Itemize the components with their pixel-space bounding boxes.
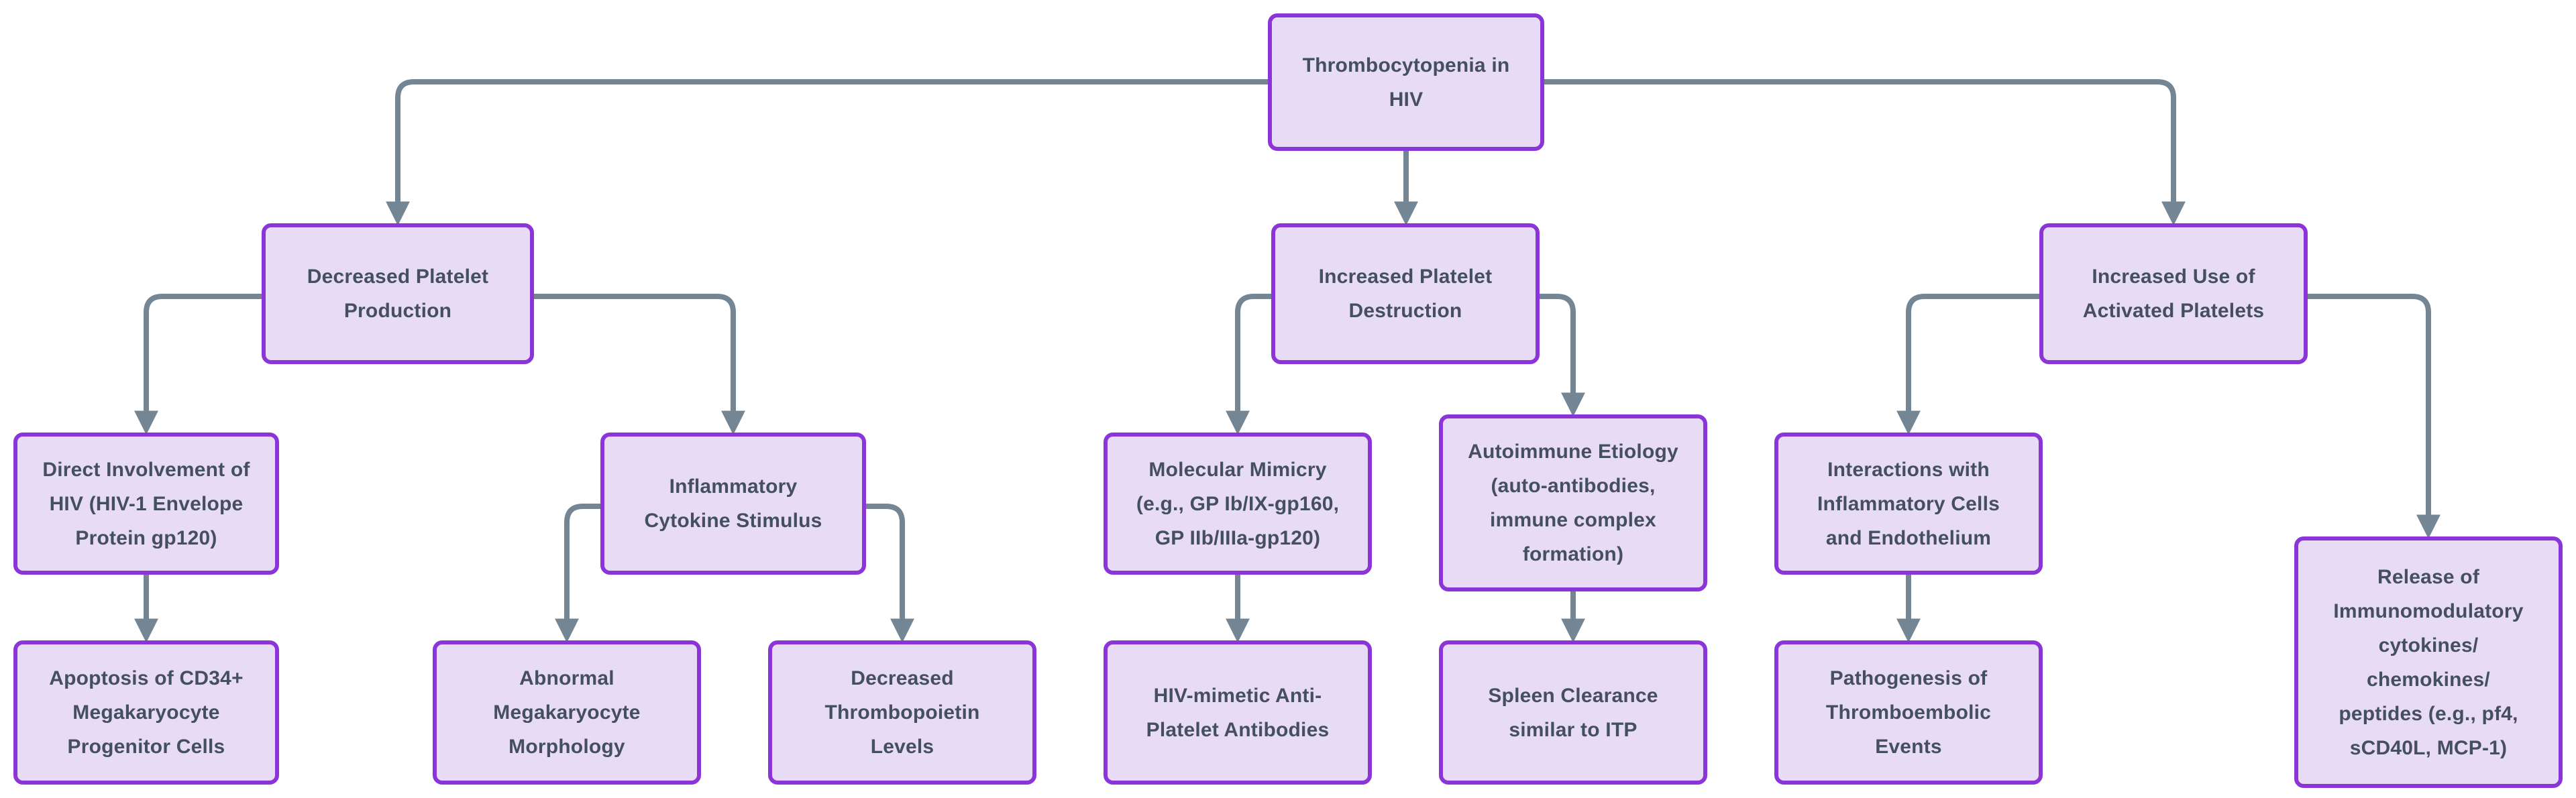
node-hiv-mimetic-antibodies: HIV-mimetic Anti- Platelet Antibodies (1104, 640, 1372, 785)
node-label: HIV-mimetic Anti- Platelet Antibodies (1146, 684, 1330, 741)
edge-decreased-platelet-production-to-direct-involvement-hiv (134, 294, 262, 435)
node-label: Increased Use of Activated Platelets (2082, 266, 2265, 322)
node-release-immunomodulatory: Release of Immunomodulatory cytokines/ c… (2294, 536, 2563, 788)
node-inflammatory-cytokine-stimulus: Inflammatory Cytokine Stimulus (600, 433, 866, 575)
node-root: Thrombocytopenia in HIV (1268, 13, 1544, 151)
node-label: Release of Immunomodulatory cytokines/ c… (2333, 565, 2524, 759)
edge-inflammatory-cytokine-stimulus-to-decreased-thrombopoietin-levels (866, 504, 914, 643)
node-apoptosis-cd34: Apoptosis of CD34+ Megakaryocyte Progeni… (13, 640, 279, 785)
node-decreased-thrombopoietin-levels: Decreased Thrombopoietin Levels (768, 640, 1036, 785)
node-label: Inflammatory Cytokine Stimulus (644, 475, 822, 532)
node-label: Molecular Mimicry (e.g., GP Ib/IX-gp160,… (1136, 458, 1340, 549)
node-spleen-clearance-itp: Spleen Clearance similar to ITP (1439, 640, 1707, 785)
edge-increased-platelet-destruction-to-autoimmune-etiology (1540, 294, 1585, 417)
node-interactions-inflammatory-cells: Interactions with Inflammatory Cells and… (1774, 433, 2043, 575)
node-decreased-platelet-production: Decreased Platelet Production (262, 223, 534, 364)
node-label: Decreased Platelet Production (307, 266, 489, 322)
edge-increased-use-activated-platelets-to-release-immunomodulatory (2308, 294, 2440, 539)
edge-increased-platelet-destruction-to-molecular-mimicry (1226, 294, 1271, 435)
node-label: Autoimmune Etiology (auto-antibodies, im… (1468, 441, 1678, 565)
edge-inflammatory-cytokine-stimulus-to-abnormal-megakaryocyte-morphology (555, 504, 600, 643)
node-label: Decreased Thrombopoietin Levels (824, 667, 980, 758)
edge-increased-use-activated-platelets-to-interactions-inflammatory-cells (1896, 294, 2039, 435)
edge-root-to-increased-use-activated-platelets (1544, 79, 2186, 226)
edge-root-to-decreased-platelet-production (386, 79, 1268, 226)
node-increased-use-activated-platelets: Increased Use of Activated Platelets (2039, 223, 2308, 364)
node-pathogenesis-thromboembolic: Pathogenesis of Thromboembolic Events (1774, 640, 2043, 785)
node-label: Direct Involvement of HIV (HIV-1 Envelop… (42, 458, 250, 549)
node-autoimmune-etiology: Autoimmune Etiology (auto-antibodies, im… (1439, 414, 1707, 591)
edge-decreased-platelet-production-to-inflammatory-cytokine-stimulus (534, 294, 745, 435)
node-label: Spleen Clearance similar to ITP (1488, 684, 1658, 741)
node-label: Pathogenesis of Thromboembolic Events (1825, 667, 1992, 758)
node-label: Apoptosis of CD34+ Megakaryocyte Progeni… (49, 667, 244, 758)
node-label: Increased Platelet Destruction (1318, 266, 1493, 322)
node-molecular-mimicry: Molecular Mimicry (e.g., GP Ib/IX-gp160,… (1104, 433, 1372, 575)
node-label: Abnormal Megakaryocyte Morphology (493, 667, 641, 758)
node-label: Interactions with Inflammatory Cells and… (1817, 458, 2000, 549)
node-abnormal-megakaryocyte-morphology: Abnormal Megakaryocyte Morphology (433, 640, 701, 785)
node-increased-platelet-destruction: Increased Platelet Destruction (1271, 223, 1540, 364)
node-label: Thrombocytopenia in HIV (1302, 54, 1510, 111)
node-direct-involvement-hiv: Direct Involvement of HIV (HIV-1 Envelop… (13, 433, 279, 575)
